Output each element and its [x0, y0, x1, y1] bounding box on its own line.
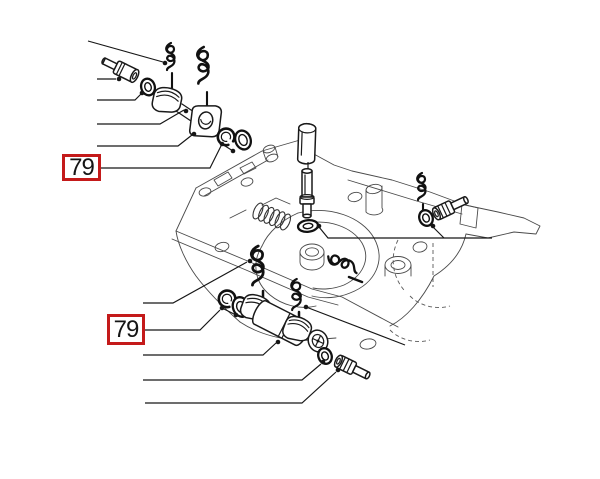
flat-washer-bottom [317, 347, 333, 365]
part-number-callout-top[interactable]: 79 [62, 154, 101, 181]
leader-lines [87, 40, 492, 404]
stud [262, 144, 279, 163]
flat-washer-center [296, 218, 320, 234]
coil-spring [252, 202, 292, 231]
flat-washer-top [139, 77, 157, 97]
link-rod [299, 168, 315, 219]
hairpin-clip-right [416, 171, 427, 215]
main-housing [171, 139, 541, 350]
hairpin-clip-b [196, 45, 210, 114]
roller-bracket-assembly [237, 290, 329, 353]
flat-washer-right [418, 209, 434, 227]
guide-cylinder [296, 122, 317, 165]
clevis-pin-right [430, 192, 472, 222]
part-number-callout-bottom[interactable]: 79 [107, 314, 145, 345]
bushing-top [233, 129, 253, 151]
hairpin-clip-housing-3 [324, 251, 364, 284]
hairpin-clip-a [165, 41, 176, 94]
